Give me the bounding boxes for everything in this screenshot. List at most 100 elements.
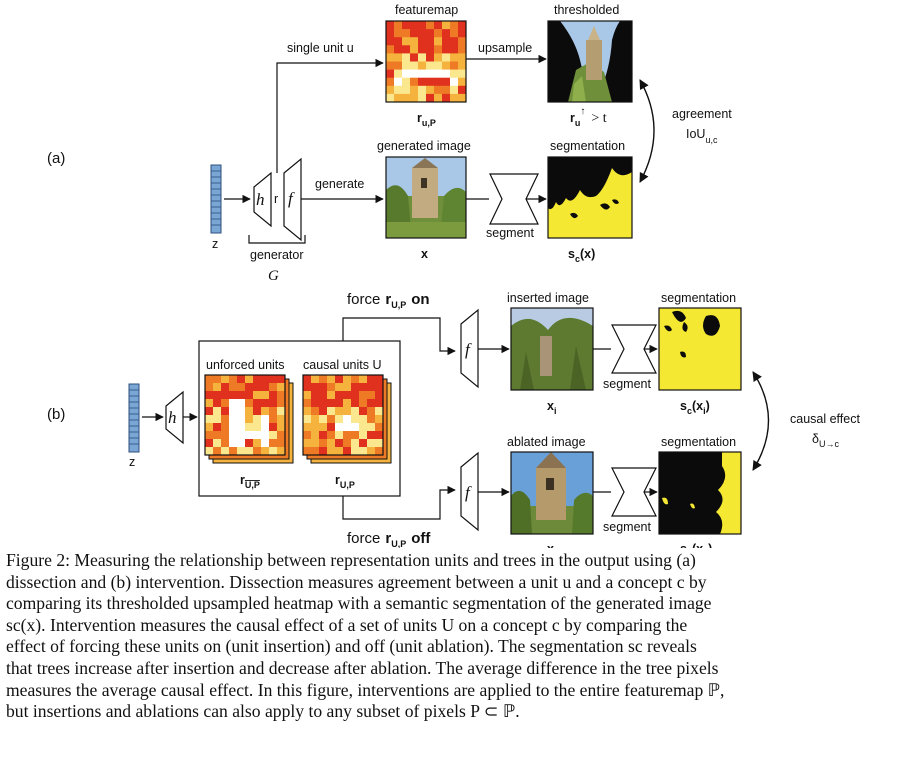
generator-bracket — [248, 235, 306, 244]
f-block-b-bottom — [460, 451, 479, 532]
h-label-a: h — [256, 190, 265, 209]
heatmap-cell — [351, 423, 360, 432]
heatmap-cell — [434, 21, 443, 30]
heatmap-cell — [426, 53, 435, 62]
generator-label: generator — [250, 248, 304, 262]
heatmap-cell — [418, 53, 427, 62]
panel-b-tag: (b) — [47, 406, 65, 423]
heatmap-cell — [458, 69, 467, 78]
heatmap-cell — [394, 61, 403, 70]
heatmap-cell — [402, 61, 411, 70]
heatmap-cell — [359, 415, 368, 424]
heatmap-cell — [277, 423, 286, 432]
heatmap-cell — [303, 399, 312, 408]
heatmap-cell — [359, 431, 368, 440]
heatmap-cell — [213, 375, 222, 384]
heatmap-cell — [458, 37, 467, 46]
f-block-b-top — [460, 308, 479, 389]
heatmap-cell — [319, 423, 328, 432]
featuremap-label: featuremap — [395, 3, 458, 17]
heatmap-cell — [335, 415, 344, 424]
heatmap-cell — [253, 383, 262, 392]
heatmap-cell — [221, 447, 230, 456]
sci-formula: sc(xi) — [680, 399, 710, 416]
heatmap-cell — [394, 53, 403, 62]
inserted-image — [511, 308, 593, 390]
heatmap-cell — [237, 407, 246, 416]
heatmap-cell — [261, 375, 270, 384]
heatmap-cell — [221, 391, 230, 400]
heatmap-cell — [434, 77, 443, 87]
heatmap-cell — [327, 439, 336, 448]
heatmap-cell — [426, 21, 435, 30]
heatmap-cell — [450, 77, 459, 87]
heatmap-cell — [213, 423, 222, 432]
heatmap-cell — [205, 431, 214, 440]
heatmap-cell — [261, 431, 270, 440]
heatmap-cell — [213, 399, 222, 408]
heatmap-cell — [245, 431, 254, 440]
heatmap-cell — [442, 53, 451, 62]
heatmap-cell — [343, 399, 352, 408]
figure-diagram: (a) z h r f generator G single unit u fe… — [47, 3, 860, 548]
heatmap-cell — [418, 37, 427, 46]
heatmap-cell — [394, 77, 403, 87]
heatmap-cell — [237, 399, 246, 408]
heatmap-cell — [458, 21, 467, 30]
heatmap-cell — [367, 407, 376, 416]
z-label-b: z — [129, 455, 135, 469]
heatmap-cell — [359, 399, 368, 408]
heatmap-cell — [213, 383, 222, 392]
heatmap-cell — [442, 29, 451, 38]
heatmap-cell — [311, 391, 320, 400]
heatmap-cell — [303, 383, 312, 392]
z-vector-b — [128, 383, 140, 453]
heatmap-cell — [221, 383, 230, 392]
figure-caption: Figure 2: Measuring the relationship bet… — [6, 550, 908, 723]
unforced-heatmap — [205, 375, 286, 456]
heatmap-cell — [269, 407, 278, 416]
caption-line-2: dissection and (b) intervention. Dissect… — [6, 571, 707, 592]
force-on-arrow — [342, 317, 456, 356]
h-block-b — [165, 390, 184, 445]
segment-block-b1 — [611, 324, 657, 374]
heatmap-cell — [229, 415, 238, 424]
heatmap-cell — [205, 407, 214, 416]
heatmap-cell — [410, 69, 419, 78]
heatmap-cell — [450, 37, 459, 46]
heatmap-cell — [351, 415, 360, 424]
heatmap-cell — [311, 415, 320, 424]
ablated-image — [511, 452, 593, 534]
caption-line-5: effect of forcing these units on (unit i… — [6, 636, 697, 657]
heatmap-cell — [426, 69, 435, 78]
generated-image-label: generated image — [377, 139, 471, 153]
heatmap-cell — [221, 375, 230, 384]
delta-label: δU→c — [812, 432, 839, 449]
heatmap-cell — [245, 423, 254, 432]
segment-label-b2: segment — [603, 520, 651, 534]
heatmap-cell — [351, 407, 360, 416]
heatmap-cell — [402, 69, 411, 78]
heatmap-cell — [261, 423, 270, 432]
heatmap-cell — [410, 93, 419, 103]
heatmap-cell — [205, 439, 214, 448]
heatmap-cell — [375, 383, 384, 392]
heatmap-cell — [237, 447, 246, 456]
heatmap-cell — [335, 447, 344, 456]
heatmap-cell — [253, 407, 262, 416]
heatmap-cell — [269, 431, 278, 440]
heatmap-cell — [253, 391, 262, 400]
f-block-a — [283, 157, 302, 242]
heatmap-cell — [418, 93, 427, 103]
heatmap-cell — [426, 93, 435, 103]
heatmap-cell — [221, 439, 230, 448]
heatmap-cell — [229, 431, 238, 440]
heatmap-cell — [434, 61, 443, 70]
heatmap-cell — [253, 399, 262, 408]
causal-effect-label: causal effect — [790, 412, 860, 426]
heatmap-cell — [253, 431, 262, 440]
heatmap-cell — [367, 399, 376, 408]
heatmap-cell — [335, 399, 344, 408]
heatmap-cell — [303, 447, 312, 456]
xa-label: xa — [547, 542, 560, 548]
